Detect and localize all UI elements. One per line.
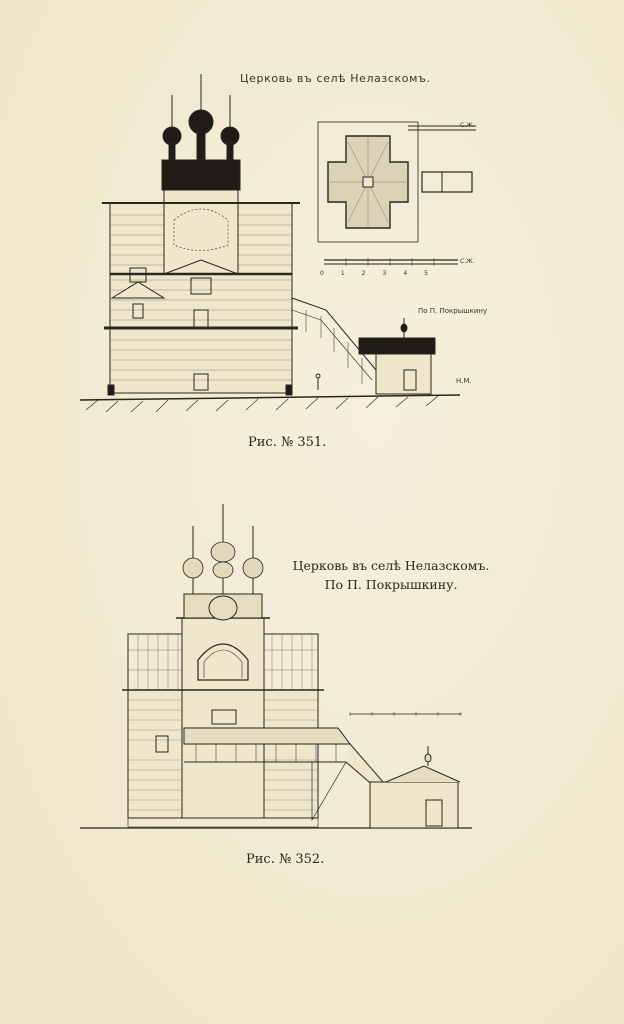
elevation-scale-label: С.Ж. <box>460 258 475 265</box>
figure-352-title-line2: По П. Покрышкину. <box>324 577 458 592</box>
figure-352-drawing <box>80 504 472 829</box>
scale-number: 0 <box>320 270 341 277</box>
figure-351-caption: Рис. № 351. <box>248 435 327 450</box>
figure-352-caption: Рис. № 352. <box>246 852 325 867</box>
figure-351-drawing-title: Церковь въ селѣ Нелазскомъ. <box>240 72 431 85</box>
scale-numbers: 012345 <box>320 270 445 277</box>
figure-351-drawing <box>79 74 476 413</box>
scale-number: 5 <box>424 270 445 277</box>
scale-number: 3 <box>382 270 404 277</box>
scale-number: 2 <box>361 270 383 277</box>
figure-351-author-note: По П. Покрышкину <box>418 307 488 315</box>
plan-scale-label: С.Ж. <box>460 122 475 129</box>
scale-number: 1 <box>340 270 362 277</box>
figure-351-initials: Н.М. <box>456 377 472 385</box>
scale-number: 4 <box>403 270 425 277</box>
figure-352-title-line1: Церковь въ селѣ Нелазскомъ. <box>292 558 490 573</box>
